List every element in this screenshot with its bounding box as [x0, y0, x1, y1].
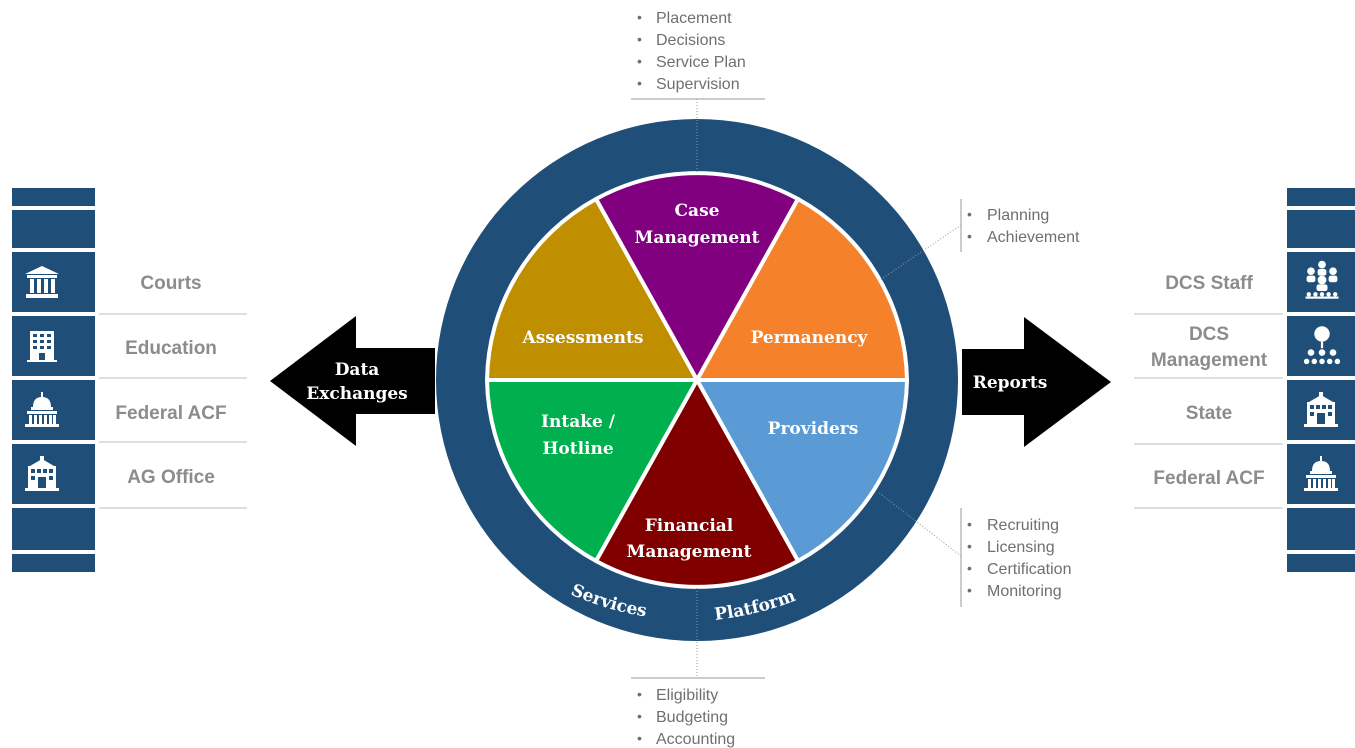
segment-intake-hotline — [485, 378, 699, 563]
callout-financial-management: • • • Eligibility Budgeting Accounting — [631, 588, 765, 748]
callout-providers: • • • • Recruiting Licensing Certificati… — [877, 491, 1071, 607]
callout-case-management: • • • • Placement Decisions Service Plan… — [631, 9, 765, 172]
right-item-federal-acf: Federal ACF — [1153, 468, 1264, 489]
segment-permanency — [695, 197, 909, 382]
segment-assessments — [485, 197, 699, 382]
svg-text:•: • — [967, 516, 972, 532]
reports-label: Reports — [973, 373, 1048, 393]
callout-item: Monitoring — [987, 583, 1062, 600]
services-wheel: Case Management Permanency Providers Fin… — [436, 119, 958, 641]
right-item-state: State — [1186, 403, 1232, 424]
callout-item: Budgeting — [656, 709, 728, 726]
panel-bar — [12, 554, 95, 572]
callout-item: Planning — [987, 207, 1049, 224]
segment-label-providers: Providers — [768, 419, 859, 439]
callout-item: Service Plan — [656, 54, 746, 71]
right-stakeholder-panel: DCS Staff DCS Management State Federal A… — [1134, 188, 1355, 572]
svg-text:•: • — [637, 686, 642, 702]
segment-label-intake-line1: Intake / — [541, 412, 616, 432]
data-exchanges-arrow: Data Exchanges — [270, 316, 435, 446]
segment-label-case-line1: Case — [675, 201, 720, 221]
panel-bar — [1287, 508, 1355, 550]
svg-text:•: • — [967, 582, 972, 598]
right-item-dcs-staff: DCS Staff — [1165, 273, 1253, 294]
left-item-education: Education — [125, 338, 217, 359]
segment-financial-management — [594, 378, 800, 589]
panel-bar — [12, 188, 95, 206]
segment-label-intake-line2: Hotline — [542, 439, 614, 459]
svg-text:•: • — [637, 75, 642, 91]
panel-cell — [12, 380, 95, 440]
panel-bar — [12, 508, 95, 550]
callout-item: Supervision — [656, 76, 740, 93]
callout-permanency: • • Planning Achievement — [879, 199, 1080, 281]
right-item-dcs-management-line1: DCS — [1189, 324, 1229, 345]
segment-label-permanency: Permanency — [751, 328, 869, 348]
svg-text:•: • — [637, 9, 642, 25]
segment-label-financial-line2: Management — [627, 542, 752, 562]
reports-arrow: Reports — [962, 317, 1111, 447]
segment-providers — [695, 378, 909, 563]
left-item-courts: Courts — [140, 273, 201, 294]
svg-text:•: • — [637, 730, 642, 746]
left-item-federal-acf: Federal ACF — [115, 403, 226, 424]
right-item-dcs-management-line2: Management — [1151, 350, 1268, 371]
panel-bar — [1287, 210, 1355, 248]
callout-item: Recruiting — [987, 517, 1059, 534]
panel-bar — [12, 210, 95, 248]
segment-label-assessments: Assessments — [522, 328, 644, 348]
panel-bar — [1287, 188, 1355, 206]
svg-text:•: • — [967, 560, 972, 576]
segment-case-management — [594, 171, 800, 382]
segment-label-case-line2: Management — [635, 228, 760, 248]
svg-text:•: • — [637, 31, 642, 47]
callout-item: Eligibility — [656, 687, 718, 704]
svg-text:•: • — [637, 53, 642, 69]
callout-item: Certification — [987, 561, 1071, 578]
svg-text:•: • — [967, 206, 972, 222]
callout-item: Achievement — [987, 229, 1080, 246]
data-exchanges-line2: Exchanges — [306, 384, 407, 404]
callout-item: Decisions — [656, 32, 725, 49]
left-item-ag-office: AG Office — [127, 467, 215, 488]
panel-bar — [1287, 554, 1355, 572]
school-building-icon — [27, 331, 57, 362]
data-exchanges-line1: Data — [335, 360, 380, 380]
segment-label-financial-line1: Financial — [645, 516, 734, 536]
left-stakeholder-panel: Courts Education Federal ACF AG Office — [12, 188, 247, 572]
svg-text:•: • — [637, 708, 642, 724]
callout-item: Accounting — [656, 731, 735, 748]
svg-text:•: • — [967, 228, 972, 244]
callout-item: Licensing — [987, 539, 1055, 556]
svg-text:•: • — [967, 538, 972, 554]
callout-item: Placement — [656, 10, 732, 27]
